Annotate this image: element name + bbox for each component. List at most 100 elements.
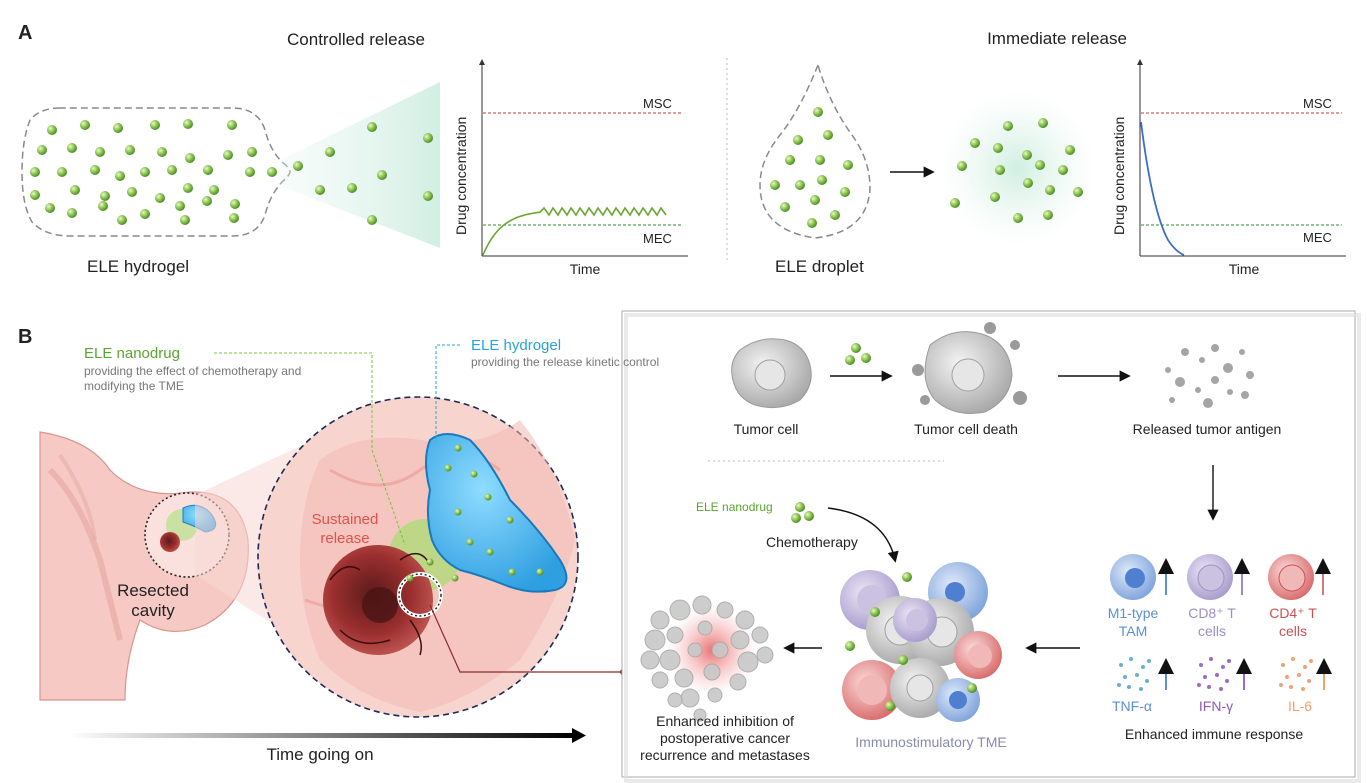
controlled-mec-label: MEC (643, 231, 672, 246)
release-cone (280, 82, 440, 248)
nanodrug-bead (536, 568, 544, 576)
immediate-chart (1137, 59, 1346, 257)
nanodrug-bead (47, 125, 57, 135)
nanodrug-bead (125, 145, 135, 155)
nanodrug-bead (506, 516, 514, 524)
nanodrug-bead (98, 201, 108, 211)
nanodrug-bead (37, 145, 47, 155)
nanodrug-bead (67, 143, 77, 153)
tme-label: Immunostimulatory TME (855, 734, 1007, 750)
nanodrug-bead (1043, 210, 1053, 220)
antigen-fragment (1211, 344, 1219, 352)
nanodrug-bead (183, 119, 193, 129)
zoom-connector (429, 604, 622, 673)
small-tumor-icon (160, 532, 180, 552)
nanodrug-bead (1035, 160, 1045, 170)
cytokine-dot (1281, 663, 1285, 667)
ifn-label: IFN-γ (1198, 698, 1234, 714)
cell-fragment (644, 629, 666, 651)
nanodrug-bead (817, 175, 827, 185)
cytokine-dot (1227, 659, 1231, 663)
antigen-fragment (1227, 389, 1233, 395)
nanodrug-bead (113, 123, 123, 133)
nanodrug-bead (183, 183, 193, 193)
time-going-on-label: Time going on (266, 745, 374, 764)
cytokine-dot (1147, 659, 1151, 663)
antigen-fragment (1199, 357, 1205, 363)
time-arrow (68, 733, 573, 738)
nanodrug-bead (325, 147, 335, 157)
nanodrug-bead (202, 196, 212, 206)
cytokine-dot (1301, 687, 1305, 691)
nanodrug-bead (245, 167, 255, 177)
nanodrug-bead (230, 199, 240, 209)
cell-fragment (651, 671, 669, 689)
tumor-cell-label: Tumor cell (733, 421, 799, 437)
cytokine-dot (1199, 663, 1203, 667)
antigen-fragment (1246, 371, 1254, 379)
nanodrug-bead (367, 122, 377, 132)
immediate-ylabel: Drug concentration (1111, 116, 1127, 235)
cd8-label: CD8⁺ T cells (1188, 605, 1236, 639)
nanodrug-bead (957, 161, 967, 171)
cd4-label: CD4⁺ T cells (1269, 605, 1317, 639)
resected-cavity-label: Resected cavity (117, 581, 189, 620)
hydrogel-container (21, 107, 291, 237)
tumor-cell-death-icon (912, 322, 1027, 414)
nanodrug-bead (795, 180, 805, 190)
cytokine-dot (1127, 685, 1131, 689)
nanodrug-bead (423, 191, 433, 201)
nanodrug-bead (423, 133, 433, 143)
cell-fragment (729, 673, 747, 691)
inhibition-label: Enhanced inhibition of postoperative can… (640, 713, 810, 763)
antigen-fragment (1241, 391, 1249, 399)
cell-fragment (735, 610, 755, 630)
nanodrug-bead (451, 574, 459, 582)
inhibition-fragments (640, 595, 774, 722)
nanodrug-bead (780, 202, 790, 212)
antigen-fragment (1195, 387, 1201, 393)
cd8-t-cell-icon (1187, 554, 1250, 600)
antigen-fragment (1169, 397, 1175, 403)
cytokine-dot (1209, 657, 1213, 661)
nanodrug-bead (267, 167, 277, 177)
cell-fragment (697, 620, 713, 636)
cytokine-dot (1221, 665, 1225, 669)
nanodrug-bead (70, 185, 80, 195)
cell-fragment (650, 610, 670, 630)
immediate-mec-label: MEC (1303, 230, 1332, 245)
antigen-fragment (1211, 376, 1219, 384)
nanodrug-bead (127, 187, 137, 197)
nanodrug-bead (227, 120, 237, 130)
nanodrug-bead (57, 167, 67, 177)
cell-fragment (692, 595, 712, 615)
nanodrug-bead (840, 187, 850, 197)
cell-fragment (703, 663, 721, 681)
controlled-release-curve (482, 206, 667, 256)
tumor-cell-icon (731, 338, 812, 409)
nanodrug-bead (993, 143, 1003, 153)
small-nanodrug-trio (791, 502, 814, 523)
cytokine-dot (1303, 665, 1307, 669)
nanodrug-bead (247, 147, 257, 157)
nanodrug-bead (150, 120, 160, 130)
nanodrug-bead (175, 201, 185, 211)
nanodrug-bead (223, 150, 233, 160)
cell-fragment (669, 599, 691, 621)
cell-fragment (693, 708, 707, 722)
cd4-t-cell-icon (1268, 554, 1331, 600)
nanodrug-bead (293, 161, 303, 171)
cytokine-dot (1291, 657, 1295, 661)
nanodrug-bead (229, 213, 239, 223)
tme-cluster (840, 562, 1002, 722)
cell-fragment (674, 668, 694, 688)
antigen-fragment (1223, 363, 1233, 373)
nanodrug-bead (444, 464, 452, 472)
nanodrug-bead (990, 192, 1000, 202)
cytokine-dot (1307, 679, 1311, 683)
nanodrug-bead (315, 185, 325, 195)
cell-fragment (751, 626, 769, 644)
small-nanodrug-label: ELE nanodrug (696, 500, 773, 514)
time-arrowhead (572, 728, 586, 743)
hydrogel-leader (435, 344, 460, 442)
